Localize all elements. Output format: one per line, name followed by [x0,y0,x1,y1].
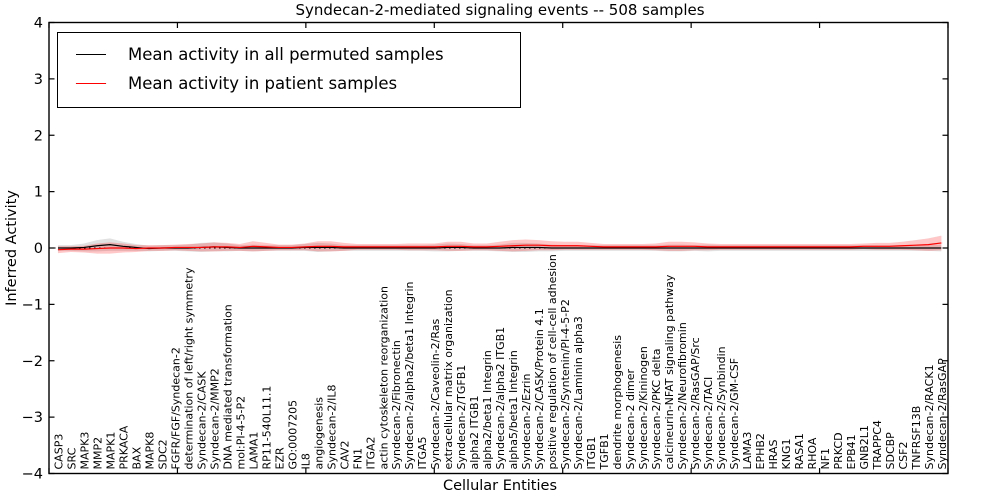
x-category-label: Syndecan-2/IL8 [325,384,338,469]
x-category-label: RASA1 [793,433,806,469]
x-category-label: extracellular matrix organization [442,289,455,469]
legend-line-swatch-black [76,54,106,55]
x-category-label: dendrite morphogenesis [611,335,624,470]
x-category-label: EPHB2 [754,433,767,469]
x-category-label: determination of left/right symmetry [182,267,195,469]
legend-entry-patient: Mean activity in patient samples [64,69,514,98]
x-category-label: GNB2L1 [858,425,871,469]
x-category-label: Syndecan-2/Ezrin [520,374,533,470]
x-category-label: TRAPPC4 [871,420,884,470]
x-category-label: PRKACA [117,425,130,469]
x-category-label: alpha5/beta1 Integrin [507,350,520,469]
x-category-label: angiogenesis [312,397,325,470]
x-category-label: Syndecan-2/Laminin alpha3 [572,316,585,469]
y-tick-label: −1 [22,297,43,313]
legend: Mean activity in all permuted samples Me… [57,32,521,108]
x-category-label: CAV2 [338,440,351,469]
x-category-label: KNG1 [780,439,793,470]
x-category-label: actin cytoskeleton reorganization [377,286,390,470]
x-category-label: Syndecan-2/GM-CSF [728,358,741,470]
x-category-label: Syndecan-2/TACI [702,377,715,470]
y-tick-label: 2 [34,128,43,144]
x-category-label: Syndecan-2/CASK/Protein 4.1 [533,308,546,469]
x-category-label: SDCBP [884,432,897,470]
x-category-label: Syndecan-2/TGFB1 [455,365,468,470]
x-category-label: TNFRSF13B [910,406,923,471]
legend-label-patient: Mean activity in patient samples [128,74,398,93]
x-category-label: Syndecan-2/MMP2 [208,368,221,469]
x-category-label: Syndecan-2 dimer [624,369,637,470]
x-category-label: IL8 [299,453,312,469]
y-tick-label: −4 [22,467,43,483]
x-category-label: SDC2 [156,439,169,469]
x-category-label: EZR [273,447,286,469]
x-category-label: DNA mediated transformation [221,304,234,469]
x-category-label: mol:PI-4-5-P2 [234,396,247,470]
x-category-label: Syndecan-2/alpha2/beta1 Integrin [403,281,416,469]
x-category-label: CASP3 [53,434,66,470]
x-category-label: CSF2 [897,442,910,470]
x-category-label: ITGA2 [364,436,377,469]
x-category-label: Syndecan-2/Syntenin/PI-4-5-P2 [559,299,572,469]
chart-title: Syndecan-2-mediated signaling events -- … [295,1,705,19]
y-tick-label: −3 [22,410,43,426]
x-category-label: BAX [130,446,143,469]
legend-entry-permuted: Mean activity in all permuted samples [64,40,514,69]
y-tick-label: −2 [22,354,43,370]
x-category-label: Syndecan-2/Kininogen [637,346,650,469]
x-category-label: Syndecan-2/Fibronectin [390,340,403,469]
patient-line [57,242,942,251]
x-category-label: Syndecan-2/RACK1 [923,364,936,469]
x-category-label: Syndecan-2/Synbindin [715,346,728,469]
patient-band [58,235,942,254]
x-category-label: alpha2 ITGB1 [468,395,481,469]
x-category-label: LAMA1 [247,432,260,470]
x-category-label: MAPK8 [143,432,156,470]
y-tick-label: 0 [34,241,43,257]
x-category-label: Syndecan-2/PKC delta [650,349,663,470]
x-category-label: Syndecan-2/Caveolin-2/Ras [429,319,442,470]
x-category-label: GO:0007205 [286,400,299,470]
y-tick-label: 4 [34,16,43,32]
x-category-label: alpha2/beta1 Integrin [481,350,494,469]
x-category-label: positive regulation of cell-cell adhesio… [546,254,559,469]
x-category-label: MAPK1 [104,432,117,470]
x-category-label: Syndecan-2/RasGAP/Src [689,337,702,469]
x-category-label: calcineurin-NFAT signaling pathway [663,274,676,469]
y-tick-label: 3 [34,72,43,88]
x-category-label: MAPK3 [78,432,91,470]
legend-line-swatch-red [76,83,106,84]
x-category-label: HRAS [767,440,780,470]
x-category-label: FGFR/FGF/Syndecan-2 [169,347,182,469]
x-category-label: RP11-540L11.1 [260,386,273,470]
x-category-label: Syndecan-2/CASK [195,371,208,470]
x-category-label: FN1 [351,448,364,470]
y-tick-label: 1 [34,185,43,201]
x-axis-title: Cellular Entities [442,478,558,494]
x-category-label: SRC [65,447,78,469]
x-category-label: LAMA3 [741,432,754,470]
x-category-label: Syndecan-2/alpha2 ITGB1 [494,327,507,470]
x-category-label: MMP2 [91,437,104,470]
x-category-label: Syndecan-2/Neurofibromin [676,322,689,469]
legend-label-permuted: Mean activity in all permuted samples [128,45,444,64]
x-category-label: TGFB1 [598,433,611,470]
x-category-label: Syndecan-2/RasGAP [936,358,949,470]
x-category-label: EPB41 [845,434,858,469]
x-category-label: ITGA5 [416,436,429,469]
x-category-label: NF1 [819,448,832,470]
x-category-label: ITGB1 [585,436,598,469]
x-category-label: PRKCD [832,432,845,469]
x-category-label: RHOA [806,437,819,469]
